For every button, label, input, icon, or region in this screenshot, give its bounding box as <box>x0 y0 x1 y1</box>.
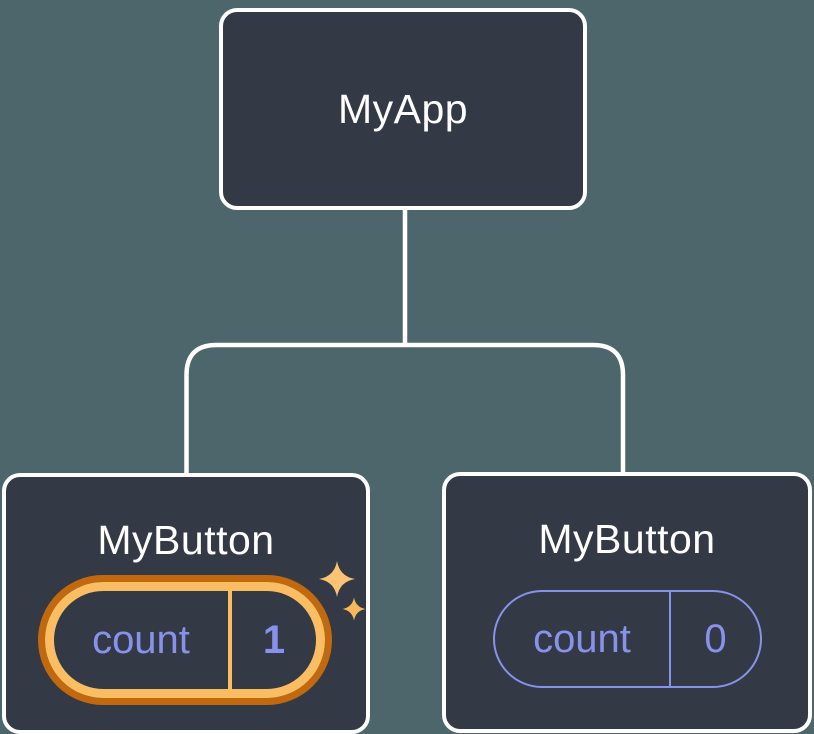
sparkle-icon-small <box>342 597 366 621</box>
state-pill-highlighted: count 1 <box>45 582 325 698</box>
state-pill-normal: count 0 <box>493 590 762 688</box>
state-name: count <box>92 617 190 662</box>
child-node-right-label: MyButton <box>538 516 716 562</box>
child-node-left: MyButton count 1 <box>2 473 370 734</box>
sparkles-icon <box>319 561 366 621</box>
sparkle-icon-large <box>319 561 355 597</box>
child-node-left-label: MyButton <box>97 517 275 563</box>
state-pill-divider <box>669 592 671 686</box>
state-name: count <box>533 616 631 661</box>
root-node-label: MyApp <box>337 85 469 132</box>
state-value: 0 <box>704 616 727 661</box>
connector-branch <box>184 342 626 474</box>
root-node: MyApp <box>219 8 587 210</box>
state-value: 1 <box>262 617 286 662</box>
state-pill-divider <box>228 591 232 689</box>
child-node-right: MyButton count 0 <box>442 472 812 733</box>
